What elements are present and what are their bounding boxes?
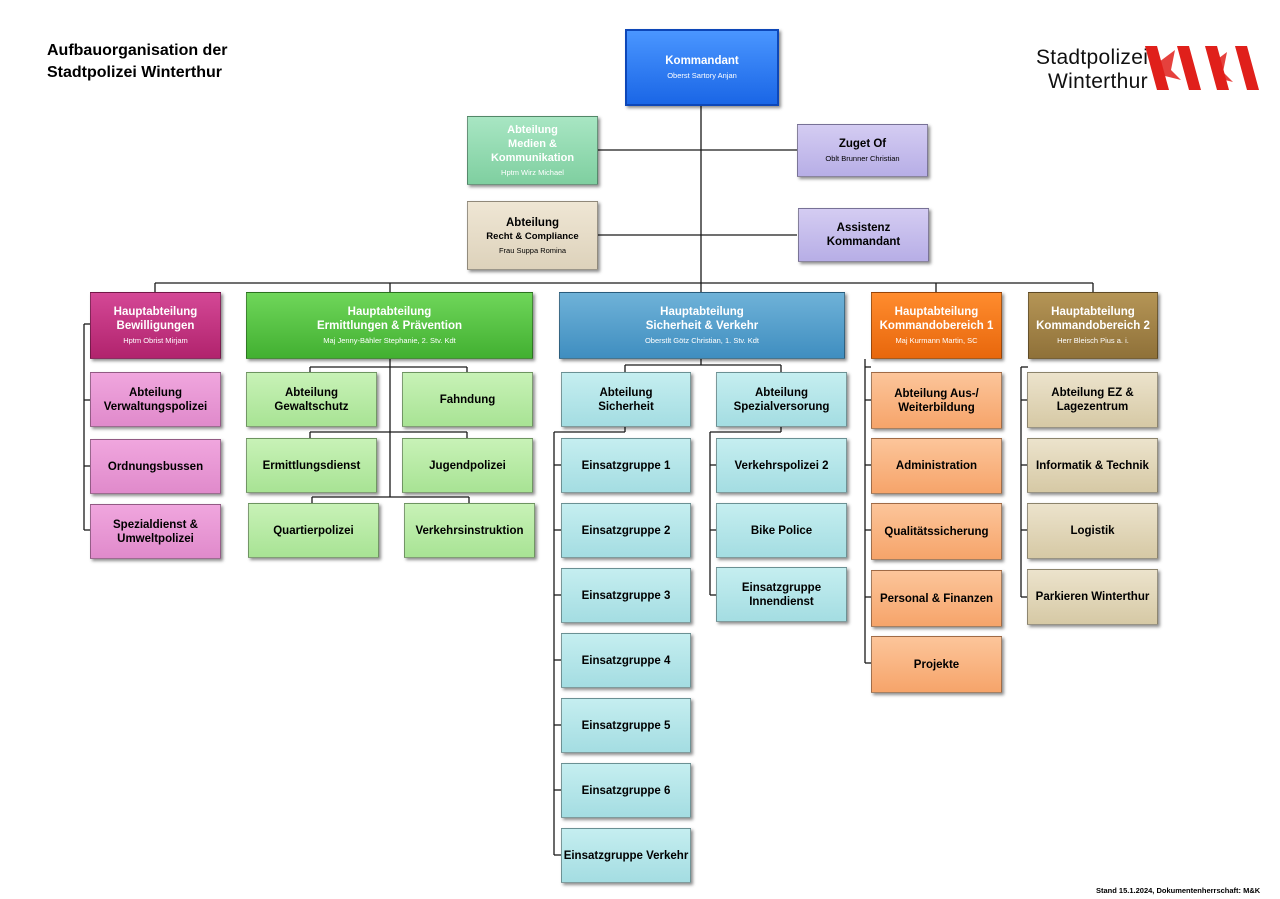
footer-note: Stand 15.1.2024, Dokumentenherrschaft: M… bbox=[1096, 886, 1261, 895]
kommando2-item-label: Parkieren Winterthur bbox=[1035, 591, 1150, 603]
einsatzgruppe-item: Einsatzgruppe 4 bbox=[561, 633, 691, 688]
einsatzgruppe-item: Einsatzgruppe 1 bbox=[561, 438, 691, 493]
kommandant-name: Oberst Sartory Anjan bbox=[667, 71, 737, 80]
einsatzgruppe-label: Einsatzgruppe 1 bbox=[581, 459, 671, 472]
einsatzgruppe-label: Einsatzgruppe 4 bbox=[581, 654, 671, 667]
spezial-item: Einsatzgruppe Innendienst bbox=[716, 567, 847, 622]
kommando2-item-label: Abteilung EZ & Lagezentrum bbox=[1051, 387, 1134, 413]
medien-label: Abteilung Medien & Kommunikation bbox=[490, 124, 575, 164]
bewilligungen-label: Hauptabteilung Bewilligungen bbox=[113, 306, 198, 332]
kommando2-item: Informatik & Technik bbox=[1027, 438, 1158, 493]
hauptabteilung-sicherheit-box: Hauptabteilung Sicherheit & Verkehr Ober… bbox=[559, 292, 845, 359]
logo-line-1: Stadtpolizei bbox=[1036, 46, 1149, 69]
kommando2-name: Herr Bleisch Pius a. i. bbox=[1057, 336, 1129, 345]
einsatzgruppe-label: Einsatzgruppe 5 bbox=[581, 719, 671, 732]
kommando1-name: Maj Kurmann Martin, SC bbox=[895, 336, 978, 345]
kommando1-item-label: Qualitätssicherung bbox=[884, 525, 989, 538]
abteilung-sicherheit-label: Abteilung Sicherheit bbox=[598, 386, 654, 413]
page-title: Aufbauorganisation der Stadtpolizei Wint… bbox=[47, 40, 307, 84]
recht-compliance-box: Abteilung Recht & Compliance Frau Suppa … bbox=[467, 201, 598, 270]
einsatzgruppe-label: Einsatzgruppe Verkehr bbox=[563, 849, 689, 862]
recht-name: Frau Suppa Romina bbox=[498, 245, 567, 255]
kommando1-item-label: Administration bbox=[895, 460, 978, 472]
bewilligungen-item-label: Abteilung Verwaltungspolizei bbox=[103, 386, 208, 413]
stadtpolizei-logo: Stadtpolizei Winterthur bbox=[1036, 44, 1266, 99]
assistenz-kommandant-box: Assistenz Kommandant bbox=[798, 208, 929, 262]
title-line-1: Aufbauorganisation der bbox=[47, 42, 228, 59]
kommando2-item: Logistik bbox=[1027, 503, 1158, 559]
spezial-item: Bike Police bbox=[716, 503, 847, 558]
kommando2-item: Parkieren Winterthur bbox=[1027, 569, 1158, 625]
kommando1-item-label: Projekte bbox=[913, 658, 960, 671]
ermittlungen-label: Hauptabteilung Ermittlungen & Prävention bbox=[316, 306, 463, 332]
einsatzgruppe-item: Einsatzgruppe Verkehr bbox=[561, 828, 691, 883]
title-line-2: Stadtpolizei Winterthur bbox=[47, 64, 222, 81]
logo-text: Stadtpolizei Winterthur bbox=[1036, 46, 1148, 94]
kommando1-item: Qualitätssicherung bbox=[871, 503, 1002, 560]
spezial-item-label: Verkehrspolizei 2 bbox=[734, 459, 829, 472]
bewilligungen-item-label: Ordnungsbussen bbox=[107, 460, 204, 473]
abteilung-spezialversorung-box: Abteilung Spezialversorung bbox=[716, 372, 847, 427]
spezial-item: Verkehrspolizei 2 bbox=[716, 438, 847, 493]
einsatzgruppe-label: Einsatzgruppe 6 bbox=[581, 784, 671, 797]
kommando1-item: Personal & Finanzen bbox=[871, 570, 1002, 627]
kommandant-label: Kommandant bbox=[665, 55, 739, 67]
einsatzgruppe-item: Einsatzgruppe 6 bbox=[561, 763, 691, 818]
hauptabteilung-kommando1-box: Hauptabteilung Kommandobereich 1 Maj Kur… bbox=[871, 292, 1002, 359]
einsatzgruppe-label: Einsatzgruppe 2 bbox=[581, 524, 671, 537]
hauptabteilung-kommando2-box: Hauptabteilung Kommandobereich 2 Herr Bl… bbox=[1028, 292, 1158, 359]
ermittlungen-item: Fahndung bbox=[402, 372, 533, 427]
einsatzgruppe-label: Einsatzgruppe 3 bbox=[581, 589, 671, 602]
ermittlungen-item-label: Ermittlungsdienst bbox=[262, 459, 361, 472]
sicherheit-label: Hauptabteilung Sicherheit & Verkehr bbox=[645, 306, 759, 332]
kommando1-item-label: Personal & Finanzen bbox=[879, 592, 994, 605]
winterthur-coat-of-arms-icon bbox=[1145, 46, 1259, 90]
bewilligungen-item-label: Spezialdienst & Umweltpolizei bbox=[113, 518, 198, 545]
abteilung-sicherheit-box: Abteilung Sicherheit bbox=[561, 372, 691, 427]
recht-label-2: Recht & Compliance bbox=[486, 230, 579, 242]
einsatzgruppe-item: Einsatzgruppe 5 bbox=[561, 698, 691, 753]
kommando2-label: Hauptabteilung Kommandobereich 2 bbox=[1036, 306, 1150, 332]
kommando1-item-label: Abteilung Aus-/ Weiterbildung bbox=[894, 387, 979, 414]
logo-line-2: Winterthur bbox=[1048, 70, 1148, 93]
kommando1-label: Hauptabteilung Kommandobereich 1 bbox=[879, 306, 994, 332]
zuget-of-box: Zuget Of Oblt Brunner Christian bbox=[797, 124, 928, 177]
bewilligungen-name: Hptm Obrist Mirjam bbox=[123, 336, 188, 345]
kommando2-item: Abteilung EZ & Lagezentrum bbox=[1027, 372, 1158, 428]
medien-kommunikation-box: Abteilung Medien & Kommunikation Hptm Wi… bbox=[467, 116, 598, 185]
zuget-label: Zuget Of bbox=[838, 138, 887, 150]
kommando2-item-label: Logistik bbox=[1070, 525, 1115, 537]
sicherheit-name: Oberstlt Götz Christian, 1. Stv. Kdt bbox=[644, 336, 760, 345]
ermittlungen-item: Verkehrsinstruktion bbox=[404, 503, 535, 558]
bewilligungen-item: Ordnungsbussen bbox=[90, 439, 221, 494]
kommando2-item-label: Informatik & Technik bbox=[1036, 459, 1149, 472]
ermittlungen-item-label: Fahndung bbox=[439, 393, 496, 406]
hauptabteilung-bewilligungen-box: Hauptabteilung Bewilligungen Hptm Obrist… bbox=[90, 292, 221, 359]
kommando1-item: Administration bbox=[871, 438, 1002, 494]
ermittlungen-item: Ermittlungsdienst bbox=[246, 438, 377, 493]
assistenz-label: Assistenz Kommandant bbox=[826, 222, 901, 248]
ermittlungen-item-label: Verkehrsinstruktion bbox=[415, 524, 524, 537]
kommando1-item: Abteilung Aus-/ Weiterbildung bbox=[871, 372, 1002, 429]
ermittlungen-item-label: Abteilung Gewaltschutz bbox=[274, 386, 349, 413]
hauptabteilung-ermittlungen-box: Hauptabteilung Ermittlungen & Prävention… bbox=[246, 292, 533, 359]
kommando1-item: Projekte bbox=[871, 636, 1002, 693]
ermittlungen-item-label: Jugendpolizei bbox=[429, 459, 506, 472]
einsatzgruppe-item: Einsatzgruppe 2 bbox=[561, 503, 691, 558]
ermittlungen-item: Jugendpolizei bbox=[402, 438, 533, 493]
spezial-item-label: Einsatzgruppe Innendienst bbox=[741, 581, 822, 608]
medien-name: Hptm Wirz Michael bbox=[501, 168, 564, 177]
ermittlungen-name: Maj Jenny-Bähler Stephanie, 2. Stv. Kdt bbox=[323, 336, 456, 345]
kommandant-box: Kommandant Oberst Sartory Anjan bbox=[625, 29, 779, 106]
recht-label: Abteilung bbox=[505, 216, 560, 229]
einsatzgruppe-item: Einsatzgruppe 3 bbox=[561, 568, 691, 623]
bewilligungen-item: Abteilung Verwaltungspolizei bbox=[90, 372, 221, 427]
ermittlungen-item: Quartierpolizei bbox=[248, 503, 379, 558]
ermittlungen-item: Abteilung Gewaltschutz bbox=[246, 372, 377, 427]
ermittlungen-item-label: Quartierpolizei bbox=[273, 524, 354, 537]
spezial-item-label: Bike Police bbox=[750, 524, 813, 537]
abteilung-spezial-label: Abteilung Spezialversorung bbox=[733, 386, 830, 413]
zuget-name: Oblt Brunner Christian bbox=[825, 154, 900, 163]
bewilligungen-item: Spezialdienst & Umweltpolizei bbox=[90, 504, 221, 559]
